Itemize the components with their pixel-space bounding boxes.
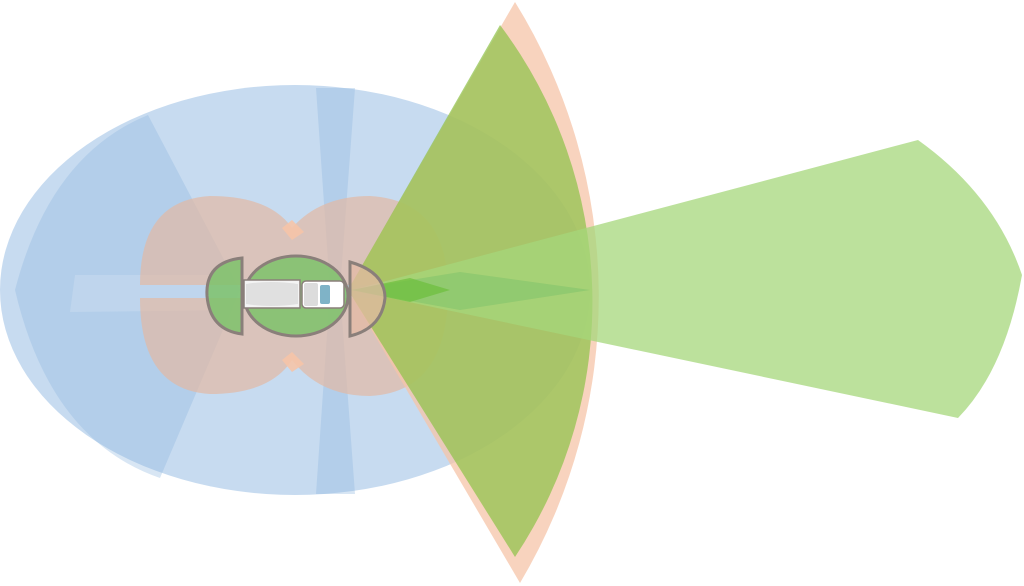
radar-lobe-top-left (140, 196, 292, 285)
radar-diamond-bottom (282, 352, 304, 372)
truck-top-view-icon (243, 279, 345, 309)
radar-diamond-top (282, 220, 304, 240)
camera-coverage-side-strip-bottom (316, 290, 355, 494)
truck-roof-fairing (304, 283, 318, 306)
ultrasonic-rear-semicircle (205, 256, 244, 336)
ultrasonic-front-semicircle (348, 260, 387, 338)
truck-trailer-shading (246, 282, 298, 306)
forward-sensor-core-cone (352, 278, 450, 302)
radar-lobe-bottom-left (140, 298, 292, 394)
truck-windshield (320, 285, 330, 304)
forward-lidar-narrow-beam (352, 140, 1022, 418)
camera-coverage-side-strip-top (316, 88, 355, 290)
